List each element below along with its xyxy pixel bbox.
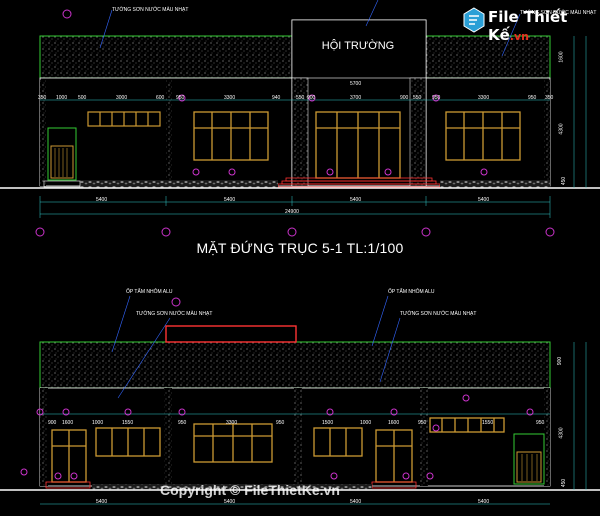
upper-top-dim-11: 3700 <box>350 95 362 101</box>
lower-top-dim-5: 950 <box>178 420 187 426</box>
upper-top-dim-3: 500 <box>78 95 87 101</box>
upper-top-dim-14: 950 <box>432 95 441 101</box>
lower-canopy <box>165 325 297 343</box>
copyright-watermark: Copyright © FileThietKe.vn <box>160 482 340 498</box>
upper-window-1 <box>193 111 269 161</box>
upper-elevation <box>0 0 600 237</box>
upper-top-dim-5: 600 <box>156 95 165 101</box>
lower-cladding-note-left: ỐP TẤM NHÔM ALU <box>126 289 173 295</box>
upper-top-dim-6: 950 <box>176 95 185 101</box>
logo-tld: .vn <box>509 30 529 43</box>
lower-right-door <box>513 433 545 485</box>
upper-top-dim-13: 550 <box>413 95 422 101</box>
upper-top-dim-1: 350 <box>38 95 47 101</box>
lower-elevation <box>0 295 600 505</box>
lower-top-dim-7: 950 <box>276 420 285 426</box>
lower-bay-dim-4: 5400 <box>478 499 490 505</box>
lower-top-dim-10: 1600 <box>388 420 400 426</box>
upper-left-door <box>47 127 77 181</box>
lower-top-dim-1: 900 <box>48 420 57 426</box>
lower-bay-dim-2: 5400 <box>224 499 236 505</box>
upper-top-dim-16: 950 <box>528 95 537 101</box>
hall-sign: HỘI TRƯỜNG <box>321 40 395 52</box>
site-logo[interactable]: File Thiết Kế.vn <box>460 4 598 44</box>
upper-window-2 <box>445 111 521 161</box>
upper-top-dim-8: 940 <box>272 95 281 101</box>
lower-top-dim-3: 1000 <box>92 420 104 426</box>
lower-window-2 <box>193 423 273 463</box>
logo-name: File Thiết Kế <box>488 8 568 44</box>
lower-top-dim-8: 1500 <box>322 420 334 426</box>
upper-plinth <box>80 180 278 188</box>
upper-vent-row <box>87 111 161 127</box>
upper-bay-dim-2: 5400 <box>224 197 236 203</box>
upper-top-dim-12: 900 <box>400 95 409 101</box>
upper-bay-dim-3: 5400 <box>350 197 362 203</box>
lower-cladding-note-right: ỐP TẤM NHÔM ALU <box>388 289 435 295</box>
upper-top-dim-7: 3300 <box>224 95 236 101</box>
upper-center-dim: 5700 <box>350 81 362 87</box>
upper-bay-dim-4: 5400 <box>478 197 490 203</box>
lower-top-dim-4: 1550 <box>122 420 134 426</box>
lower-bay-dim-3: 5400 <box>350 499 362 505</box>
upper-top-dim-17: 350 <box>545 95 554 101</box>
lower-top-dim-13: 950 <box>536 420 545 426</box>
logo-text: File Thiết Kế.vn <box>488 8 598 44</box>
upper-side-height-2: 4300 <box>558 123 565 135</box>
lower-top-dim-6: 3300 <box>226 420 238 426</box>
lower-wall-note-right: TƯỜNG SƠN NƯỚC MÀU NHẠT <box>400 311 477 317</box>
upper-top-dim-10: 900 <box>307 95 316 101</box>
upper-wall-note-right: TƯỜNG SƠN NƯỚC MÀU NHẠT <box>520 10 597 16</box>
lower-side-height-3: 450 <box>561 478 568 488</box>
upper-top-dim-9: 550 <box>296 95 305 101</box>
lower-side-height-1: 900 <box>557 356 564 366</box>
upper-top-dim-2: 1000 <box>56 95 68 101</box>
upper-wall-note: TƯỜNG SƠN NƯỚC MÀU NHẠT <box>112 7 189 13</box>
lower-wall-note-left: TƯỜNG SƠN NƯỚC MÀU NHẠT <box>136 311 213 317</box>
lower-top-dim-12: 1550 <box>482 420 494 426</box>
lower-top-dim-9: 1000 <box>360 420 372 426</box>
upper-overall-dim: 24900 <box>285 209 299 215</box>
upper-top-dim-15: 3300 <box>478 95 490 101</box>
logo-mark-icon <box>463 7 485 33</box>
lower-bay-dim-1: 5400 <box>96 499 108 505</box>
drawing-title: MẶT ĐỨNG TRỤC 5-1 TL:1/100 <box>196 240 404 256</box>
lower-vent-row <box>429 417 505 433</box>
upper-side-height-1: 1600 <box>558 51 565 63</box>
upper-side-height-3: 450 <box>561 176 568 186</box>
lower-window-3 <box>313 427 363 457</box>
lower-parapet <box>39 341 551 389</box>
lower-top-dim-2: 1600 <box>62 420 74 426</box>
lower-top-dim-11: 950 <box>418 420 427 426</box>
upper-bay-dim-1: 5400 <box>96 197 108 203</box>
upper-top-dim-4: 3000 <box>116 95 128 101</box>
lower-side-height-2: 4300 <box>558 427 565 439</box>
lower-window-1 <box>95 427 161 457</box>
